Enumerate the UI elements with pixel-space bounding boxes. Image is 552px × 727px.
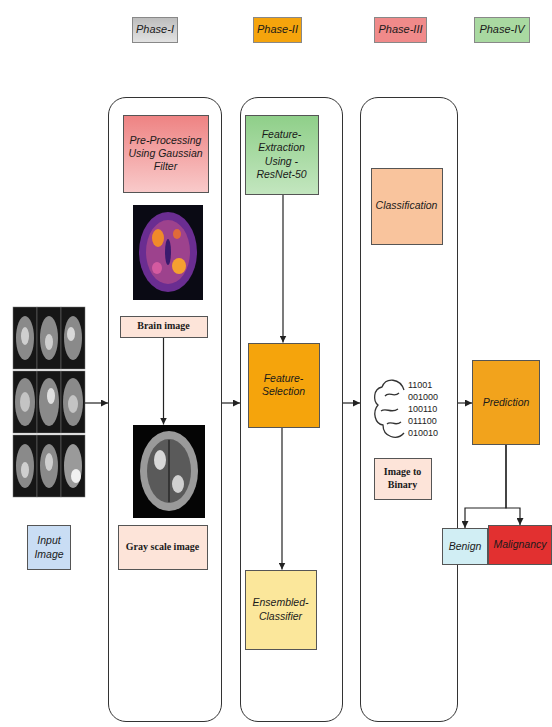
binary-text: 100110 (408, 405, 437, 414)
node-text: Gray scale image (126, 541, 199, 554)
flow-arrow (282, 195, 283, 343)
phase-panel: Phase-IPre-Processing Using Gaussian Fil… (108, 97, 222, 722)
image-label-box: Gray scale image (118, 525, 208, 570)
node-text: Classification (376, 199, 438, 212)
process-box: Prediction (472, 360, 540, 445)
brain-icon (375, 380, 404, 437)
node-text: Benign (449, 540, 482, 553)
phase-panel: Phase-IIFeature-Extraction Using -ResNet… (240, 97, 343, 722)
phase-label: Phase-II (253, 17, 302, 43)
process-box: Feature-Selection (248, 343, 320, 428)
flow-arrow (222, 402, 240, 403)
node-text: Prediction (483, 396, 530, 409)
process-box: Pre-Processing Using Gaussian Filter (123, 115, 209, 193)
image-label-box: Image to Binary (374, 458, 432, 500)
mri-montage (13, 307, 85, 497)
node-text: Pre-Processing Using Gaussian Filter (127, 134, 205, 173)
flow-arrow (163, 338, 164, 425)
process-box: Classification (371, 168, 443, 245)
binary-text: 11001 (408, 381, 432, 390)
input-label-box: Input Image (27, 525, 71, 570)
grayscale-image-frame: Gray scale image (118, 425, 208, 570)
node-text: Image to Binary (378, 466, 428, 491)
binary-text: 011100 (408, 417, 437, 426)
result-box: Malignancy (488, 525, 552, 565)
binary-digits: 11001 (408, 381, 432, 390)
grayscale-brain-scan (133, 425, 205, 518)
node-text: Phase-I (136, 23, 174, 37)
binary-digits: 010010 (408, 429, 438, 438)
phase-label: Phase-I (132, 17, 178, 43)
input-image-frame: Input Image (13, 307, 85, 570)
flow-arrow (458, 402, 472, 403)
node-text: Malignancy (493, 538, 546, 551)
node-text: Phase-II (257, 23, 298, 37)
flow-arrow (506, 445, 520, 525)
phase-label: Phase-IV (474, 17, 530, 43)
node-text: Brain image (137, 320, 190, 333)
node-text: Feature-Extraction Using -ResNet-50 (249, 128, 315, 181)
flow-arrow (465, 445, 506, 528)
phase-label: Phase-III (374, 17, 427, 43)
flow-arrow (85, 402, 108, 403)
binary-text: 010010 (408, 429, 438, 438)
process-box: Feature-Extraction Using -ResNet-50 (245, 115, 319, 195)
binary-digits: 100110 (408, 405, 437, 414)
node-text: Input Image (30, 534, 68, 560)
node-text: Ensembled-Classifier (249, 596, 313, 622)
flow-arrow (343, 402, 360, 403)
result-box: Benign (442, 528, 488, 565)
node-text: Feature-Selection (252, 372, 316, 398)
binary-digits: 001000 (408, 393, 438, 402)
binary-text: 001000 (408, 393, 438, 402)
node-text: Phase-IV (479, 23, 524, 37)
binary-digits: 011100 (408, 417, 437, 426)
node-text: Phase-III (378, 23, 422, 37)
image-label-box: Brain image (120, 316, 208, 338)
process-box: Ensembled-Classifier (245, 570, 317, 650)
color-brain-scan (133, 205, 203, 300)
flow-arrow (281, 428, 282, 570)
